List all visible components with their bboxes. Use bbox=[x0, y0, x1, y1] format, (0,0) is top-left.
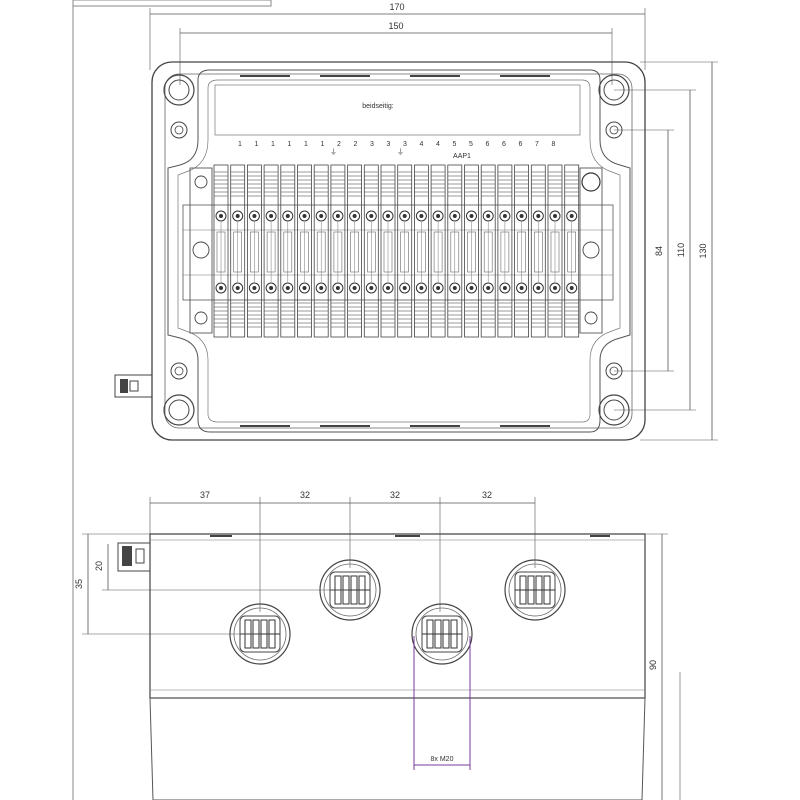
earth-stud-side bbox=[117, 542, 151, 572]
terminal-number: 1 bbox=[238, 141, 242, 148]
cable-glands bbox=[229, 559, 566, 665]
dim-text-84: 84 bbox=[654, 246, 664, 256]
dim-text-170: 170 bbox=[389, 2, 404, 12]
terminal-block bbox=[397, 164, 413, 338]
terminal-block bbox=[246, 164, 262, 338]
terminal-number: 5 bbox=[453, 141, 457, 148]
dim-text-32c: 32 bbox=[482, 490, 492, 500]
terminal-block bbox=[363, 164, 379, 338]
terminal-number: 6 bbox=[519, 141, 523, 148]
end-bracket-right bbox=[579, 167, 603, 334]
terminal-number: 1 bbox=[304, 141, 308, 148]
terminal-block bbox=[514, 164, 529, 338]
terminal-block bbox=[447, 164, 463, 338]
end-bracket-left bbox=[189, 167, 213, 334]
dim-text-110: 110 bbox=[676, 243, 686, 257]
ground-icon: ⏚ bbox=[330, 148, 337, 156]
dim-text-35: 35 bbox=[74, 579, 84, 589]
side-view: 37 32 32 32 20 35 90 8x M2 bbox=[74, 490, 681, 800]
terminal-number: 6 bbox=[502, 141, 506, 148]
lid-contour bbox=[167, 69, 631, 433]
hole-icon bbox=[163, 74, 195, 106]
terminal-number: 7 bbox=[535, 141, 539, 148]
terminal-block bbox=[313, 164, 329, 338]
dim-text-150: 150 bbox=[388, 21, 403, 31]
enclosure-outer bbox=[151, 61, 646, 441]
terminal-block bbox=[413, 164, 429, 338]
ground-icon: ⏚ bbox=[397, 148, 404, 156]
terminal-number: 2 bbox=[337, 141, 341, 148]
terminal-block bbox=[480, 164, 496, 338]
dim-text-90: 90 bbox=[648, 660, 658, 670]
dim-text-130: 130 bbox=[698, 243, 708, 258]
marking-text: AAP1 bbox=[453, 153, 471, 160]
title-box bbox=[72, 0, 272, 7]
terminal-number: 1 bbox=[255, 141, 259, 148]
cable-gland-icon bbox=[504, 559, 566, 621]
terminal-block bbox=[263, 164, 279, 338]
terminal-block-row bbox=[213, 164, 580, 338]
terminal-block bbox=[297, 164, 312, 338]
terminal-numbers: 1 1 1 1 1 1 2 2 3 3 3 4 4 5 5 6 6 6 7 8 bbox=[238, 141, 556, 148]
terminal-block bbox=[430, 164, 446, 338]
gland-label: 8x M20 bbox=[431, 756, 454, 763]
terminal-number: 1 bbox=[321, 141, 325, 148]
earth-stud bbox=[114, 374, 153, 398]
terminal-number: 8 bbox=[552, 141, 556, 148]
hole-icon bbox=[163, 394, 195, 426]
terminal-block bbox=[330, 164, 346, 338]
terminal-block bbox=[380, 164, 396, 338]
terminal-block bbox=[547, 164, 563, 338]
terminal-number: 3 bbox=[370, 141, 374, 148]
terminal-number: 6 bbox=[486, 141, 490, 148]
terminal-number: 1 bbox=[271, 141, 275, 148]
terminal-block bbox=[280, 164, 296, 338]
dim-text-32a: 32 bbox=[300, 490, 310, 500]
dim-text-37: 37 bbox=[200, 490, 210, 500]
terminal-number: 4 bbox=[436, 141, 440, 148]
label-field bbox=[214, 84, 581, 136]
top-view: 170 150 beidseitig: bbox=[114, 2, 718, 441]
terminal-number: 3 bbox=[387, 141, 391, 148]
terminal-block bbox=[564, 164, 580, 338]
terminal-block bbox=[464, 164, 479, 338]
enclosure-side-outline bbox=[149, 533, 646, 699]
terminal-number: 2 bbox=[354, 141, 358, 148]
terminal-block bbox=[530, 164, 546, 338]
dim-text-20: 20 bbox=[94, 561, 104, 571]
terminal-block bbox=[230, 164, 246, 338]
label-text: beidseitig: bbox=[362, 103, 394, 110]
terminal-number: 1 bbox=[288, 141, 292, 148]
terminal-number: 3 bbox=[403, 141, 407, 148]
terminal-block bbox=[497, 164, 513, 338]
mounting-holes bbox=[163, 74, 630, 426]
terminal-number: 5 bbox=[469, 141, 473, 148]
enclosure-inner bbox=[164, 73, 633, 429]
cable-gland-icon bbox=[411, 603, 473, 665]
terminal-block bbox=[213, 164, 229, 338]
dim-text-32b: 32 bbox=[390, 490, 400, 500]
terminal-number: 4 bbox=[420, 141, 424, 148]
terminal-block bbox=[347, 164, 363, 338]
